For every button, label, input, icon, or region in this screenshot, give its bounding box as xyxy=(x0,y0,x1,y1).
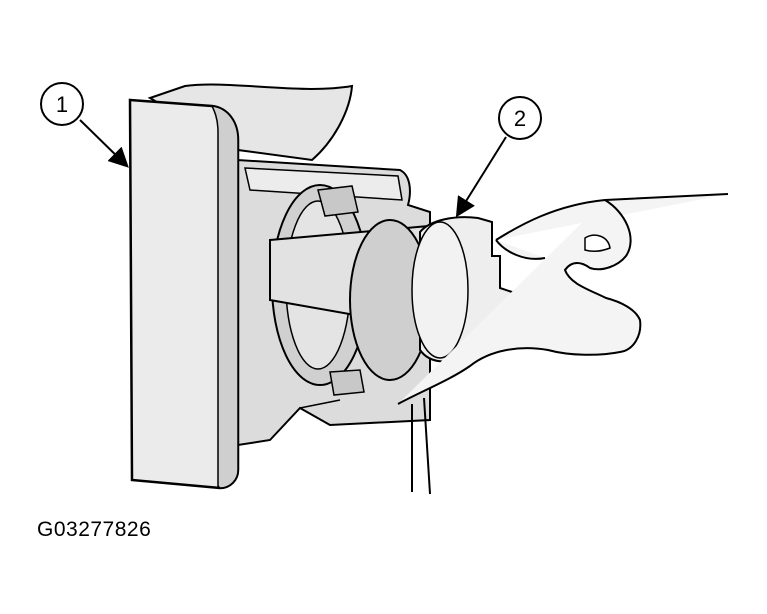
callout-1-leader xyxy=(79,119,129,168)
mounting-plate-edge xyxy=(210,105,239,489)
callout-2-circle xyxy=(498,96,542,140)
collar-tab-bottom xyxy=(329,369,365,396)
callout-2-label: 2 xyxy=(514,106,526,131)
connector-body-top-face xyxy=(244,167,403,201)
hand-fingers xyxy=(397,193,729,405)
collar-tab-top xyxy=(317,185,359,217)
figure-code: G03277826 xyxy=(37,518,152,541)
rear-housing xyxy=(147,83,354,162)
finger-notch xyxy=(584,234,611,253)
callout-1-label: 1 xyxy=(56,92,68,117)
callout-2-leader xyxy=(455,136,507,218)
mating-connector-face xyxy=(411,221,469,359)
wrist-lines xyxy=(411,397,431,495)
connector-body-edge xyxy=(299,399,341,409)
callout-1-circle xyxy=(40,82,84,126)
